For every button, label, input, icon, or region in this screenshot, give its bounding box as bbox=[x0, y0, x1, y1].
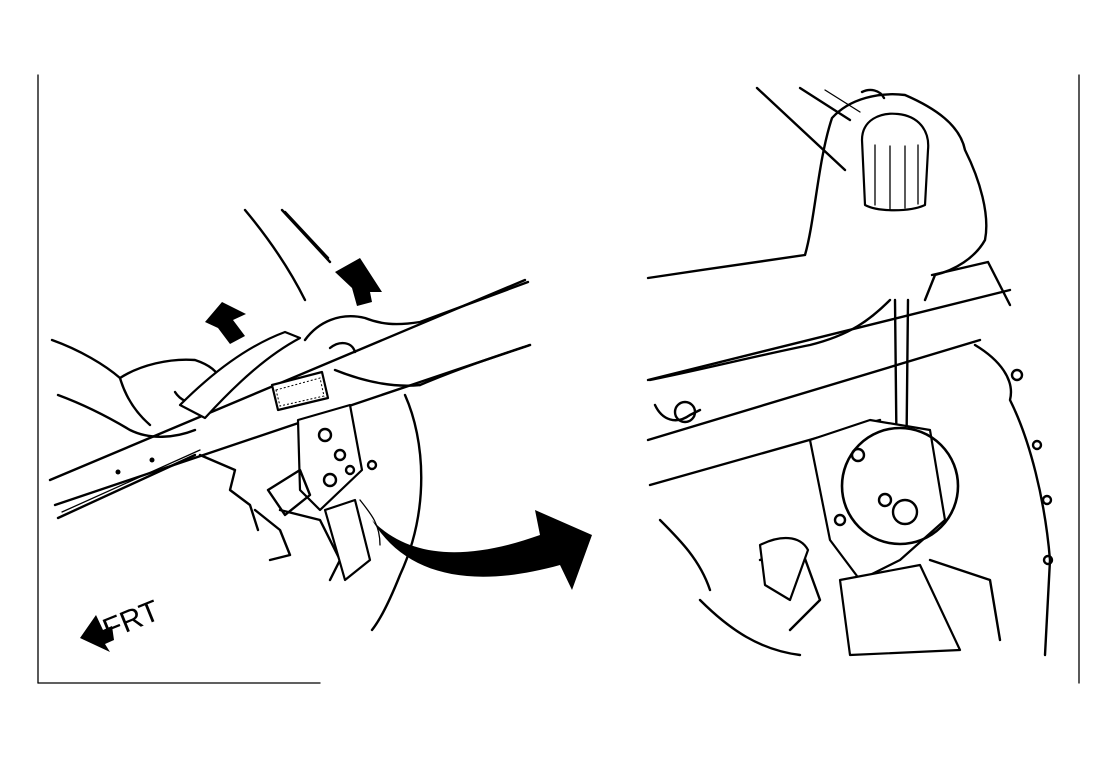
front-direction-indicator: FRT bbox=[80, 594, 164, 652]
right-panel-drawing bbox=[646, 86, 1054, 657]
latch-closeup bbox=[758, 418, 1002, 657]
page-frame bbox=[37, 74, 1080, 684]
door-frame-lines bbox=[646, 86, 1012, 487]
door-latch-assembly bbox=[253, 403, 372, 582]
left-panel-drawing: FRT bbox=[48, 208, 592, 652]
detail-highlight-circle bbox=[840, 426, 960, 546]
hand-with-screwdriver bbox=[646, 88, 1012, 492]
door-inner-panel-right bbox=[658, 343, 1054, 657]
lift-arrow-left bbox=[205, 302, 246, 344]
right-hand bbox=[270, 280, 532, 412]
front-direction-label: FRT bbox=[98, 594, 164, 646]
door-trim-edge bbox=[243, 208, 332, 302]
lift-arrow-right bbox=[335, 258, 382, 306]
front-direction-arrow-icon bbox=[80, 615, 114, 652]
left-hand bbox=[50, 338, 222, 438]
detail-transition-arrow bbox=[372, 510, 592, 590]
weatherstrip-strip bbox=[178, 330, 302, 420]
screwdriver-handle bbox=[860, 112, 930, 212]
